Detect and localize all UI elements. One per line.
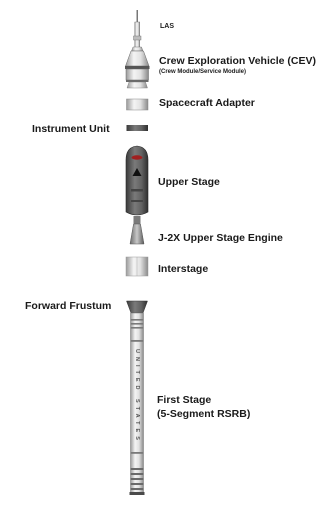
launch-abort-system	[132, 10, 144, 51]
label-upper-stage: Upper Stage	[158, 176, 220, 188]
label-instrument-unit: Instrument Unit	[32, 123, 110, 135]
label-interstage: Interstage	[158, 263, 208, 275]
label-las: LAS	[160, 23, 174, 31]
united-states-marking: UNITED STATES	[134, 349, 140, 444]
label-j2x-engine: J-2X Upper Stage Engine	[158, 232, 283, 244]
label-crew-exploration-vehicle: Crew Exploration Vehicle (CEV)	[159, 55, 316, 67]
first-stage-booster: UNITED STATES	[130, 313, 145, 495]
crew-exploration-vehicle	[125, 51, 150, 88]
label-spacecraft-adapter: Spacecraft Adapter	[159, 97, 255, 109]
interstage	[126, 257, 148, 276]
upper-stage	[126, 146, 148, 215]
label-forward-frustum: Forward Frustum	[25, 300, 111, 312]
label-first-stage: First Stage	[157, 394, 211, 406]
label-first-stage-rsrb: (5-Segment RSRB)	[157, 408, 250, 420]
j2x-engine	[130, 216, 144, 244]
label-crew-module-service-module: (Crew Module/Service Module)	[159, 69, 246, 76]
instrument-unit	[127, 125, 149, 131]
forward-frustum	[127, 301, 148, 313]
spacecraft-adapter	[127, 99, 149, 110]
